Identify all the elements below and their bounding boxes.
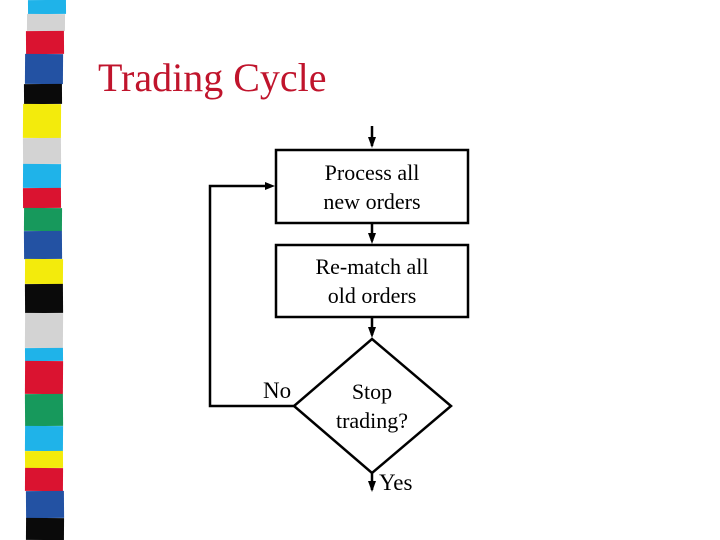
process-box-label: Process all new orders	[276, 150, 468, 223]
arrowhead-into-rematch	[368, 233, 376, 244]
branch-label-yes: Yes	[379, 470, 413, 495]
process-box-line1: Process all	[324, 159, 420, 185]
arrowhead-into-decision	[368, 327, 376, 338]
rematch-box-line1: Re-match all	[315, 254, 429, 279]
slide-title: Trading Cycle	[98, 55, 327, 100]
decision-line2: trading?	[335, 408, 409, 433]
arrowhead-no-into-process	[265, 182, 275, 190]
decision-line1: Stop	[351, 379, 393, 404]
arrowhead-yes-down	[368, 481, 376, 492]
branch-label-no: No	[263, 378, 292, 403]
arrowhead-into-process	[368, 137, 376, 148]
decision-diamond-label: Stop trading?	[293, 377, 451, 435]
connector-no-loop	[208, 184, 294, 408]
process-box-shape	[274, 148, 470, 225]
rematch-box-line2: old orders	[327, 283, 417, 308]
process-box-line2: new orders	[323, 188, 421, 214]
rematch-box-label: Re-match all old orders	[276, 245, 468, 317]
